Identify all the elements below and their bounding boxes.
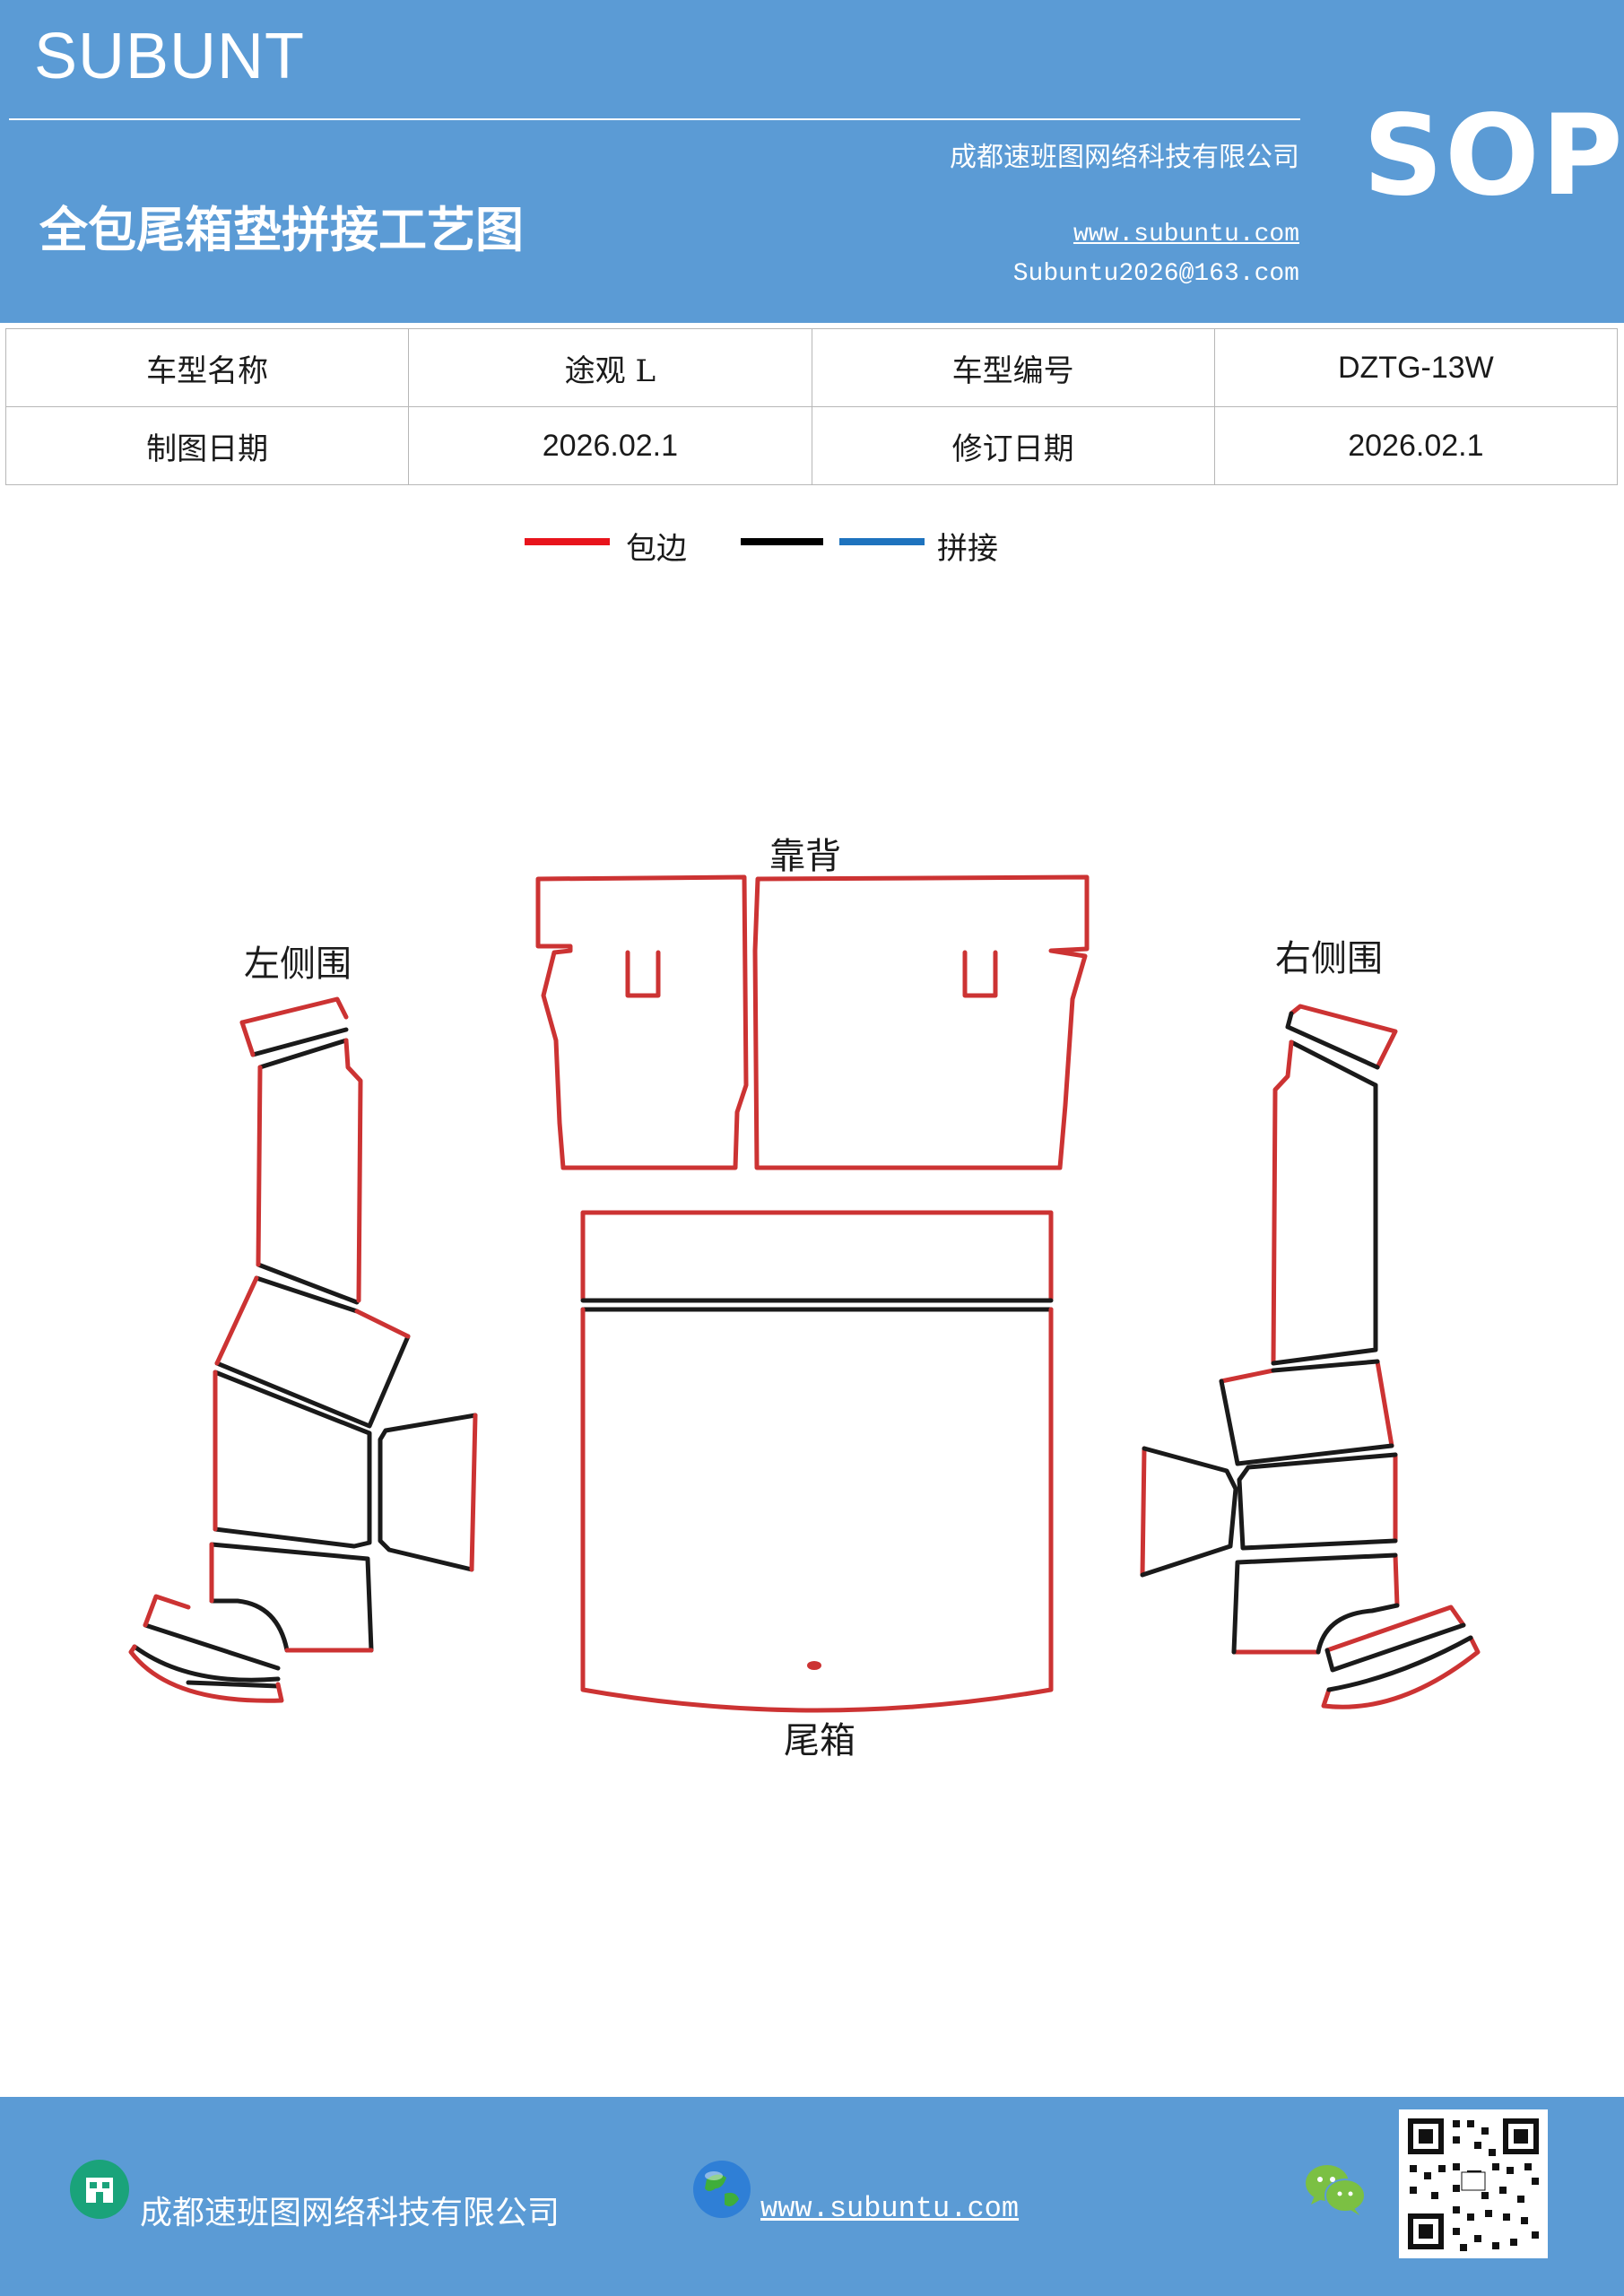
right-wedge-seam — [1140, 1446, 1238, 1578]
website-link[interactable]: www.subuntu.com — [1073, 221, 1299, 248]
left-mid-panel-edge — [214, 1275, 411, 1366]
table-row: 车型名称 途观 L 车型编号 DZTG-13W — [4, 328, 1619, 407]
table-cell: 2026.02.1 — [408, 406, 812, 485]
left-bottom-block-edge — [209, 1542, 374, 1653]
right-upper-column-edge — [1271, 1039, 1294, 1366]
vehicle-info-table: 车型名称 途观 L 车型编号 DZTG-13W 制图日期 2026.02.1 修… — [4, 328, 1619, 485]
table-cell: 车型编号 — [811, 328, 1215, 407]
table-cell: 修订日期 — [811, 406, 1215, 485]
left-upper-column-seam — [256, 1038, 360, 1305]
legend-label-edge: 包边 — [626, 531, 687, 567]
table-cell: 车型名称 — [4, 328, 410, 407]
table-row: 制图日期 2026.02.1 修订日期 2026.02.1 — [4, 406, 1619, 485]
backrest-right-slot — [962, 950, 998, 998]
right-foot-strip-seam — [1324, 1622, 1473, 1692]
wechat-icon[interactable] — [1302, 2161, 1368, 2219]
footer-website-link[interactable]: www.subuntu.com — [760, 2192, 1020, 2225]
label-trunk: 尾箱 — [784, 1720, 855, 1761]
label-left-side: 左侧围 — [244, 944, 352, 985]
trunk-main-edge — [580, 1307, 1054, 1713]
right-upper-column-seam — [1271, 1083, 1378, 1366]
left-foot-strip-edge — [128, 1594, 284, 1703]
table-cell: 2026.02.1 — [1213, 406, 1619, 485]
legend-swatch-black — [741, 538, 823, 545]
backrest-left-panel — [535, 874, 749, 1170]
header-bar — [0, 0, 1624, 323]
left-bottom-block-seam — [209, 1542, 374, 1653]
company-name: 成都速班图网络科技有限公司 — [950, 142, 1299, 173]
right-bottom-block-seam — [1231, 1552, 1400, 1655]
left-top-tab-seam — [250, 1027, 349, 1057]
left-wedge-edge — [469, 1413, 478, 1572]
backrest-right-panel — [752, 874, 1090, 1170]
left-top-tab — [239, 996, 349, 1025]
building-icon — [70, 2160, 129, 2219]
label-backrest: 靠背 — [769, 836, 841, 877]
mat-layout-diagram: 靠背 左侧围 右侧围 尾箱 — [128, 836, 1481, 1761]
brand-name: SUBUNT — [34, 21, 306, 92]
qr-code[interactable] — [1399, 2109, 1548, 2258]
left-lower-panel-seam — [213, 1370, 372, 1549]
left-foot-strip-seam — [132, 1622, 281, 1689]
table-cell: DZTG-13W — [1213, 328, 1619, 407]
trunk-drain-hole — [807, 1661, 821, 1670]
right-foot-strip-edge — [1321, 1605, 1481, 1709]
right-mid-panel-seam — [1219, 1359, 1394, 1466]
globe-icon — [693, 2161, 751, 2218]
left-top-tab-edge2 — [239, 1020, 256, 1057]
legend-swatch-edge — [525, 538, 610, 545]
email-address[interactable]: Subuntu2026@163.com — [1012, 260, 1299, 288]
right-mid-panel-edge — [1219, 1359, 1394, 1448]
page-title: 全包尾箱垫拼接工艺图 — [39, 201, 524, 258]
sop-badge: SOP — [1363, 91, 1624, 221]
legend-label-seam: 拼接 — [937, 531, 998, 567]
right-bottom-block-edge — [1231, 1552, 1400, 1655]
left-upper-column-edge — [256, 1038, 363, 1303]
header-divider — [9, 118, 1300, 120]
right-top-tab — [1289, 1004, 1398, 1070]
legend: 包边 拼接 — [0, 529, 1624, 567]
trunk-top-strip-edge — [580, 1210, 1054, 1301]
left-wedge-seam — [378, 1413, 478, 1572]
right-wedge-edge — [1140, 1446, 1147, 1578]
backrest-left-slot — [625, 950, 661, 998]
footer-company-name: 成都速班图网络科技有限公司 — [140, 2195, 560, 2231]
legend-swatch-seam — [839, 538, 925, 545]
right-lower-panel-seam — [1237, 1452, 1398, 1551]
right-top-tab-seam — [1285, 1011, 1380, 1088]
label-right-side: 右侧围 — [1275, 938, 1383, 979]
table-cell: 制图日期 — [4, 406, 410, 485]
table-cell: 途观 L — [408, 328, 812, 407]
left-mid-panel-seam — [214, 1275, 411, 1429]
